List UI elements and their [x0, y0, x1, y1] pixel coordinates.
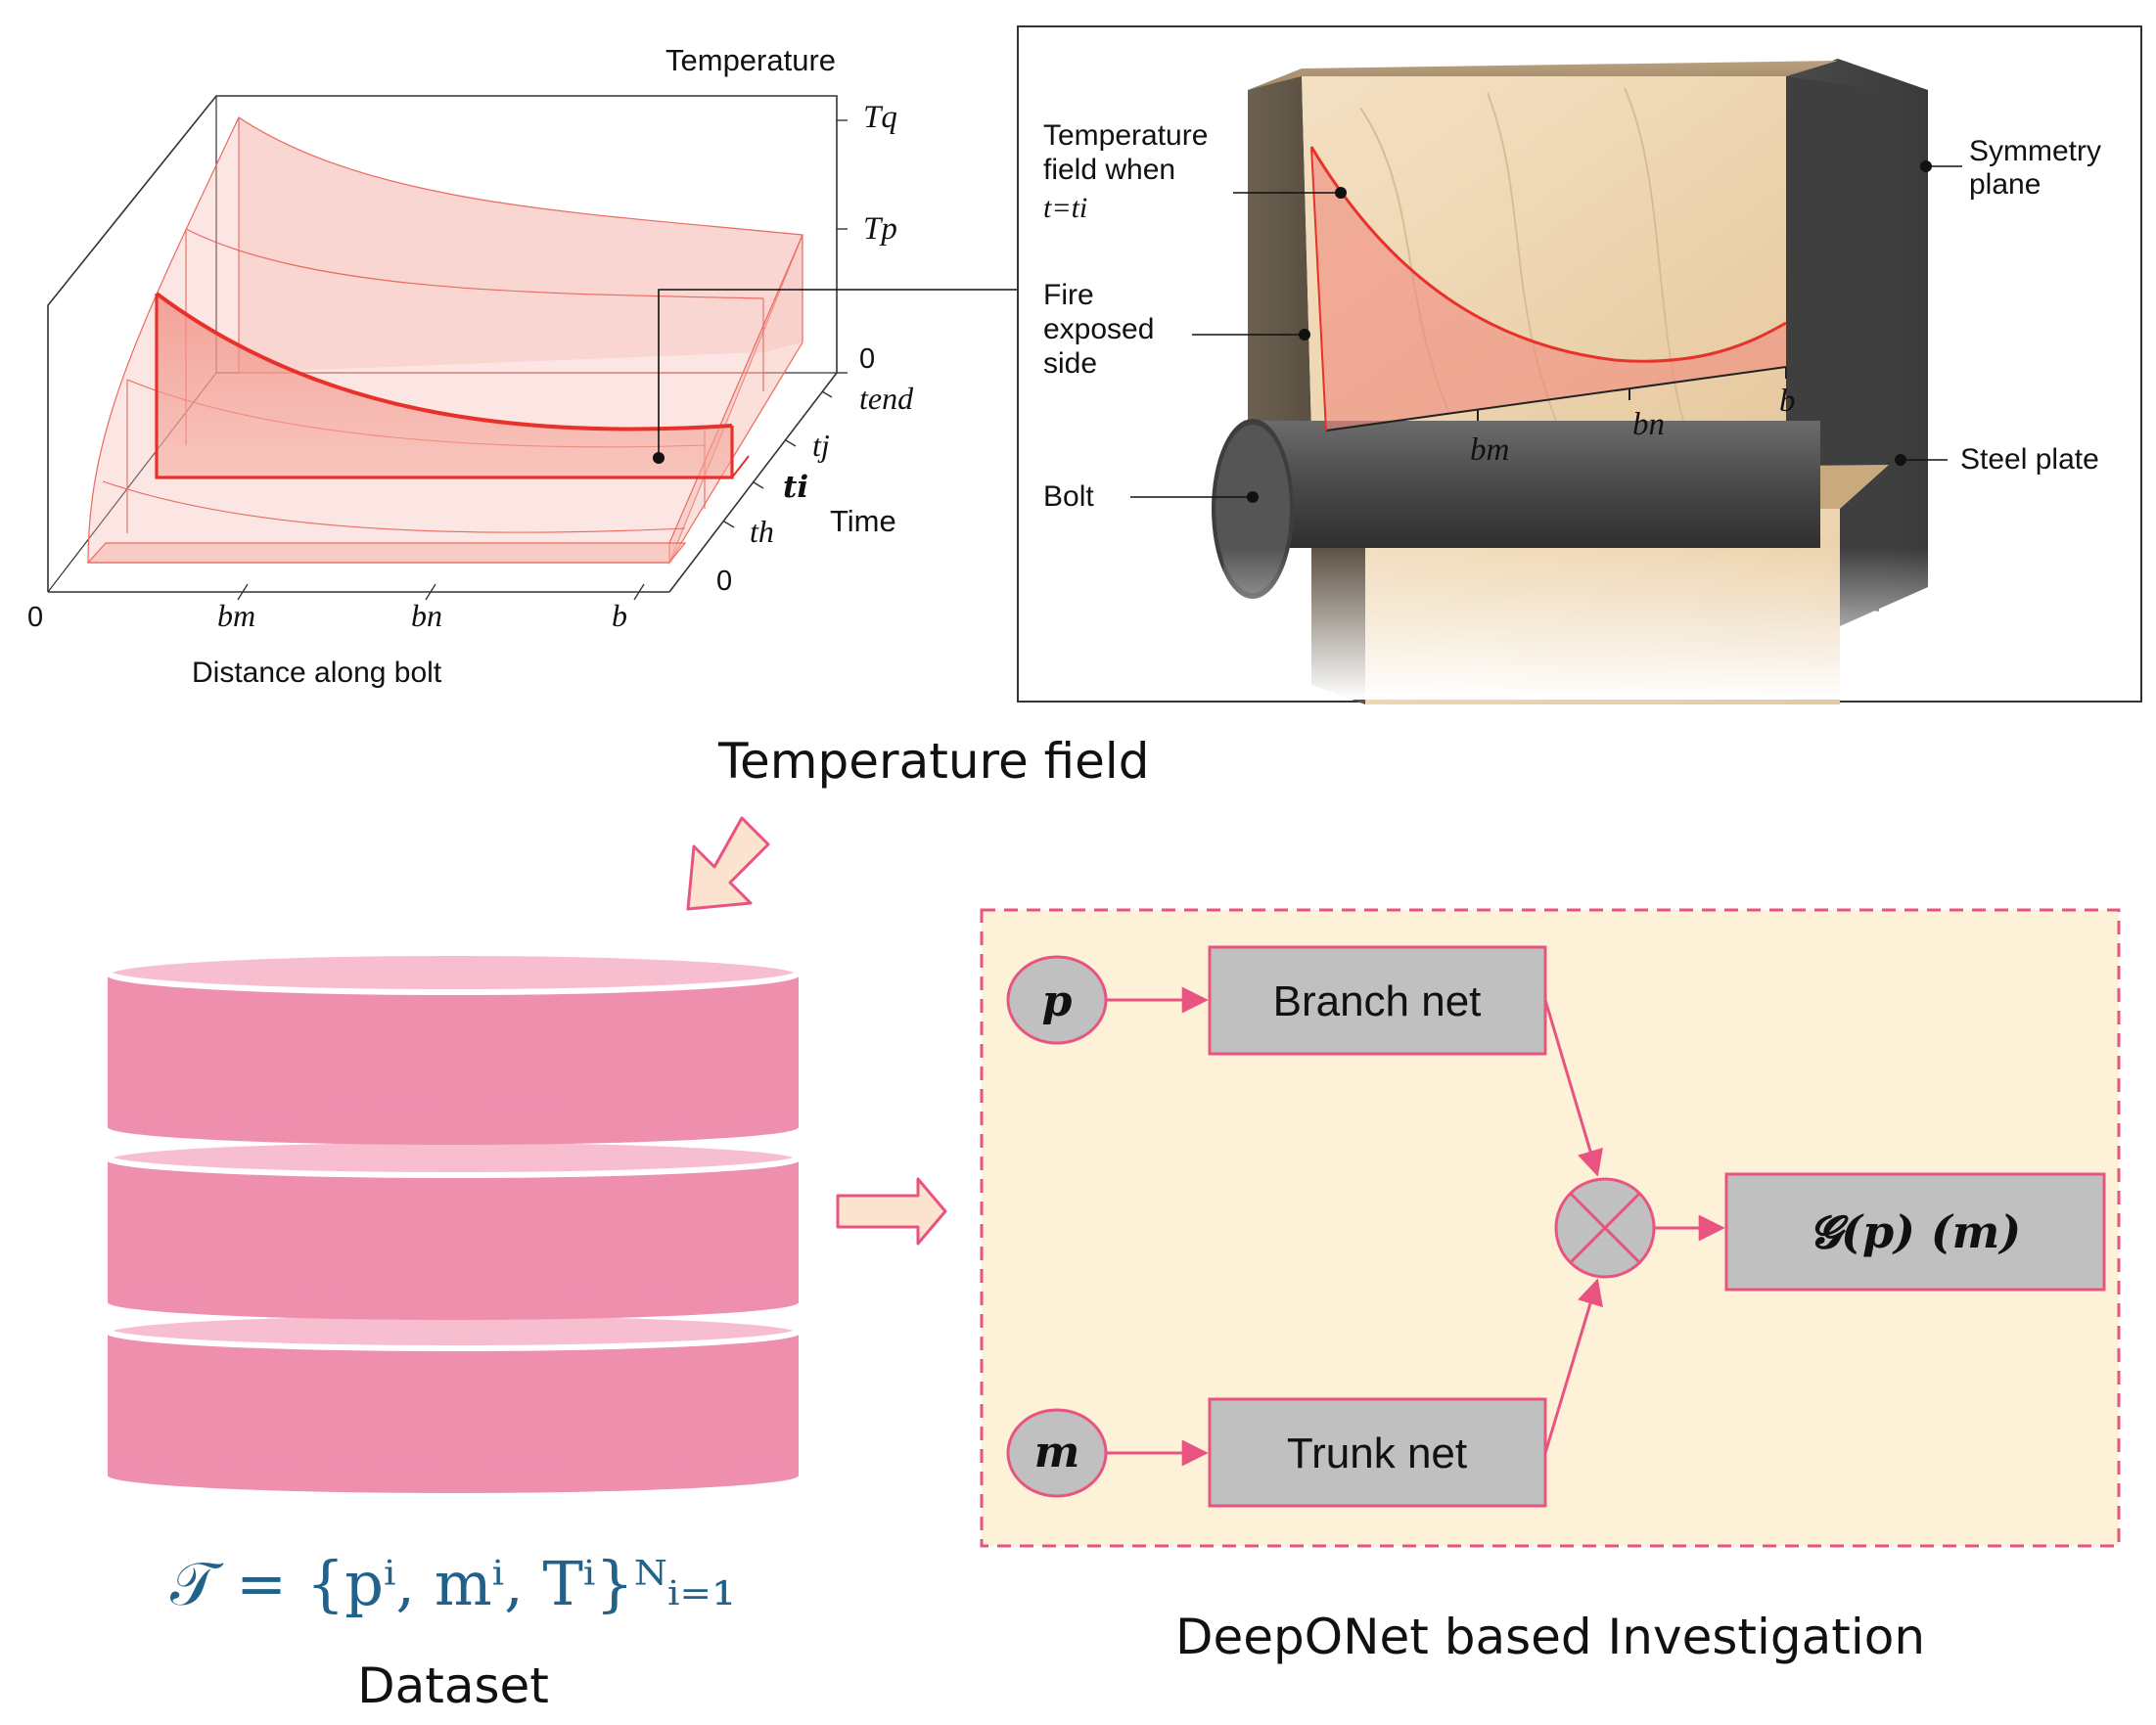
- branch-net-box: [1208, 945, 1547, 1056]
- label-temperature-field-2: field when: [1043, 154, 1175, 186]
- tick-mark-ti: [753, 481, 764, 489]
- slice-ti-fill: [157, 294, 732, 477]
- right-arrow-icon: [836, 1177, 947, 1246]
- slice-ti-curve: [155, 292, 733, 431]
- db-disk-3-bottom: [108, 1458, 799, 1493]
- label-symmetry-2: plane: [1969, 168, 2041, 201]
- axis-label-distance: Distance along bolt: [192, 657, 442, 689]
- input-m-node: [1006, 1408, 1108, 1498]
- branch-net-label: Branch net: [1273, 977, 1482, 1025]
- surface-floor-back: [239, 372, 764, 391]
- surface-curve-1: [185, 228, 764, 299]
- label-fire-2: exposed: [1043, 313, 1154, 345]
- dataset-formula: 𝒯 = {pⁱ, mⁱ, Tⁱ}ᴺᵢ₌₁: [170, 1548, 736, 1619]
- label-fire-3: side: [1043, 347, 1097, 380]
- arrow-branch-to-multiply: [1543, 999, 1604, 1177]
- wood-block-side: [1248, 76, 1311, 460]
- tick-label-dist0: 0: [27, 602, 43, 633]
- tick-label-time0: 0: [716, 566, 732, 597]
- tick-label-Tq: Tq: [863, 100, 897, 135]
- time-axis: [668, 372, 838, 593]
- model-label-bn: bn: [1632, 407, 1665, 442]
- model-label-b: b: [1779, 384, 1796, 419]
- output-box: [1724, 1172, 2106, 1292]
- label-fire-1: Fire: [1043, 279, 1094, 311]
- tick-mark-tj: [785, 439, 797, 447]
- model-field-left: [1310, 146, 1327, 431]
- input-m-label: 𝒎: [1034, 1428, 1080, 1477]
- db-disk-1-top: [105, 950, 802, 995]
- surface-curve-3: [102, 480, 686, 533]
- tick-label-ti: ti: [783, 470, 808, 505]
- connection-model-panel: Temperature field when t=ti Fire exposed…: [1017, 25, 2142, 704]
- trunk-net-box: [1208, 1397, 1547, 1508]
- tick-mark-th: [723, 521, 735, 528]
- slice-leader-line: [658, 289, 1018, 458]
- model-fade: [1223, 548, 1928, 700]
- deeponet-panel: 𝒑 Branch net 𝒎 Trunk net 𝓖(𝒑) (𝒎): [980, 908, 2121, 1548]
- deeponet-caption: DeepONet based Investigation: [1175, 1609, 1925, 1665]
- trunk-net-label: Trunk net: [1287, 1430, 1467, 1477]
- tick-label-temp0: 0: [859, 343, 875, 375]
- input-p-label: 𝒑: [1042, 976, 1073, 1026]
- axis-label-time: Time: [830, 504, 896, 538]
- db-disk-2-top: [105, 1137, 802, 1178]
- tick-label-tend: tend: [859, 381, 914, 416]
- tick-mark-b: [633, 583, 645, 601]
- label-temperature-field-1: Temperature: [1043, 119, 1208, 152]
- tick-label-bm: bm: [217, 598, 255, 633]
- db-disk-2-bottom: [108, 1285, 799, 1320]
- dataset-caption: Dataset: [357, 1657, 549, 1714]
- temperature-field-caption: Temperature field: [717, 733, 1150, 790]
- temperature-3d-plot: Temperature Tq Tp 0 tend tj ti Time th 0…: [27, 43, 1018, 689]
- output-label: 𝓖(𝒑) (𝒎): [1810, 1205, 2021, 1258]
- model-field-curve: [1309, 146, 1787, 363]
- tick-mark-bm: [237, 583, 249, 601]
- arrow-trunk-to-multiply: [1543, 1278, 1603, 1454]
- surface-floor: [86, 542, 687, 564]
- dataset-database-icon: [105, 950, 802, 1493]
- tick-label-Tp: Tp: [863, 211, 897, 247]
- db-disk-3: [108, 1331, 799, 1475]
- tick-label-th: th: [750, 514, 774, 549]
- tick-label-tj: tj: [812, 428, 830, 463]
- tick-mark-tend: [821, 390, 833, 398]
- axis-label-temperature: Temperature: [665, 43, 836, 77]
- tick-mark-bn: [425, 583, 436, 601]
- input-p-node: [1006, 955, 1108, 1045]
- down-arrow-icon: [686, 816, 770, 911]
- tick-label-bn: bn: [411, 598, 442, 633]
- slice-ti-depth: [731, 455, 750, 478]
- db-disk-2: [108, 1158, 799, 1302]
- label-symmetry-1: Symmetry: [1969, 135, 2101, 167]
- model-label-bm: bm: [1470, 432, 1509, 468]
- db-disk-1-bottom: [108, 1110, 799, 1145]
- model-field-base: [1325, 366, 1787, 431]
- model-field-fill: [1311, 147, 1786, 431]
- slice-ti-frame: [155, 294, 734, 479]
- surface-back-fill: [239, 117, 803, 373]
- label-temperature-field-3: t=ti: [1043, 192, 1087, 224]
- label-bolt: Bolt: [1043, 480, 1094, 513]
- multiply-cross-2: [1569, 1192, 1641, 1264]
- bolt-body: [1253, 421, 1820, 548]
- tick-label-b: b: [612, 598, 627, 633]
- label-steel-plate: Steel plate: [1960, 443, 2099, 476]
- db-disk-1: [108, 973, 799, 1127]
